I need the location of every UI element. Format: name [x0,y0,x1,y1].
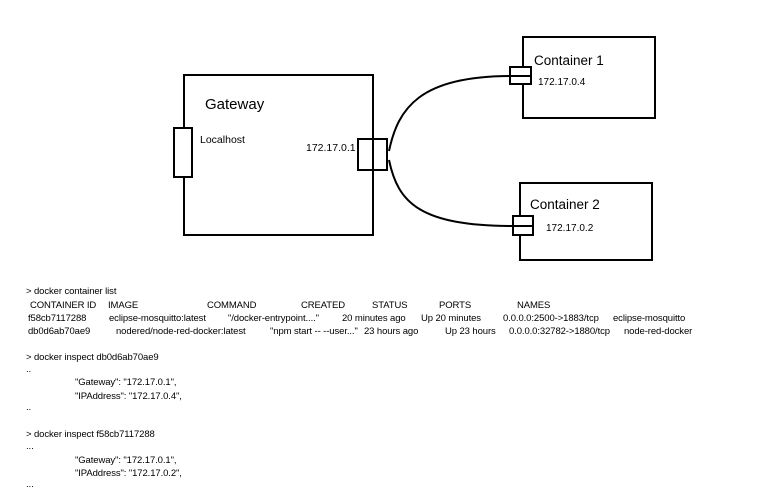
table-cell-container-id: f58cb7117288 [28,313,87,324]
gateway-localhost-label: Localhost [200,134,245,146]
table-cell-created: 23 hours ago [364,326,419,337]
inspect-gateway-line: "Gateway": "172.17.0.1", [75,377,177,388]
container2-title: Container 2 [530,197,600,212]
container1-title: Container 1 [534,53,604,68]
table-header-command: COMMAND [207,300,257,311]
container1-box [522,36,656,119]
table-header-ports: PORTS [439,300,472,311]
terminal-command-list: > docker container list [26,286,117,297]
table-header-container-id: CONTAINER ID [30,300,97,311]
gateway-box [183,74,374,236]
terminal-command-inspect: > docker inspect f58cb7117288 [26,429,155,440]
table-header-created: CREATED [301,300,345,311]
table-header-status: STATUS [372,300,408,311]
table-cell-names: eclipse-mosquitto [613,313,686,324]
curve-gateway-to-container1 [388,75,530,152]
table-cell-ports: 0.0.0.0:2500->1883/tcp [503,313,599,324]
container1-ip-label: 172.17.0.4 [538,77,586,88]
terminal-ellipsis: .. [26,402,32,413]
terminal-ellipsis: ... [26,479,34,490]
terminal-ellipsis: ... [26,441,34,452]
terminal-ellipsis: .. [26,364,32,375]
gateway-ip-label: 172.17.0.1 [306,142,356,154]
table-row: f58cb7117288 eclipse-mosquitto:latest "/… [0,314,759,326]
container1-port [509,66,532,85]
gateway-localhost-port [173,127,193,178]
inspect-gateway-line: "Gateway": "172.17.0.1", [75,455,177,466]
table-row: db0d6ab70ae9 nodered/node-red-docker:lat… [0,327,759,339]
container2-ip-label: 172.17.0.2 [546,223,594,234]
curve-gateway-to-container2 [388,159,532,227]
container2-box [519,182,653,261]
gateway-title: Gateway [205,96,265,113]
inspect-ipaddress-line: "IPAddress": "172.17.0.4", [75,391,182,402]
table-cell-image: nodered/node-red-docker:latest [116,326,246,337]
terminal-command-inspect: > docker inspect db0d6ab70ae9 [26,352,159,363]
gateway-network-port [357,138,388,171]
table-header-names: NAMES [517,300,551,311]
table-cell-names: node-red-docker [624,326,693,337]
table-cell-ports: 0.0.0.0:32782->1880/tcp [509,326,610,337]
table-cell-command: "/docker-entrypoint...." [228,313,319,324]
table-cell-container-id: db0d6ab70ae9 [28,326,91,337]
table-cell-status: Up 23 hours [445,326,496,337]
table-header-image: IMAGE [108,300,139,311]
table-header-row: CONTAINER ID IMAGE COMMAND CREATED STATU… [0,301,759,313]
table-cell-command: "npm start -- --user..." [270,326,358,337]
table-cell-created: 20 minutes ago [342,313,406,324]
container2-port [512,215,534,236]
table-cell-image: eclipse-mosquitto:latest [109,313,206,324]
table-cell-status: Up 20 minutes [421,313,481,324]
inspect-ipaddress-line: "IPAddress": "172.17.0.2", [75,468,182,479]
